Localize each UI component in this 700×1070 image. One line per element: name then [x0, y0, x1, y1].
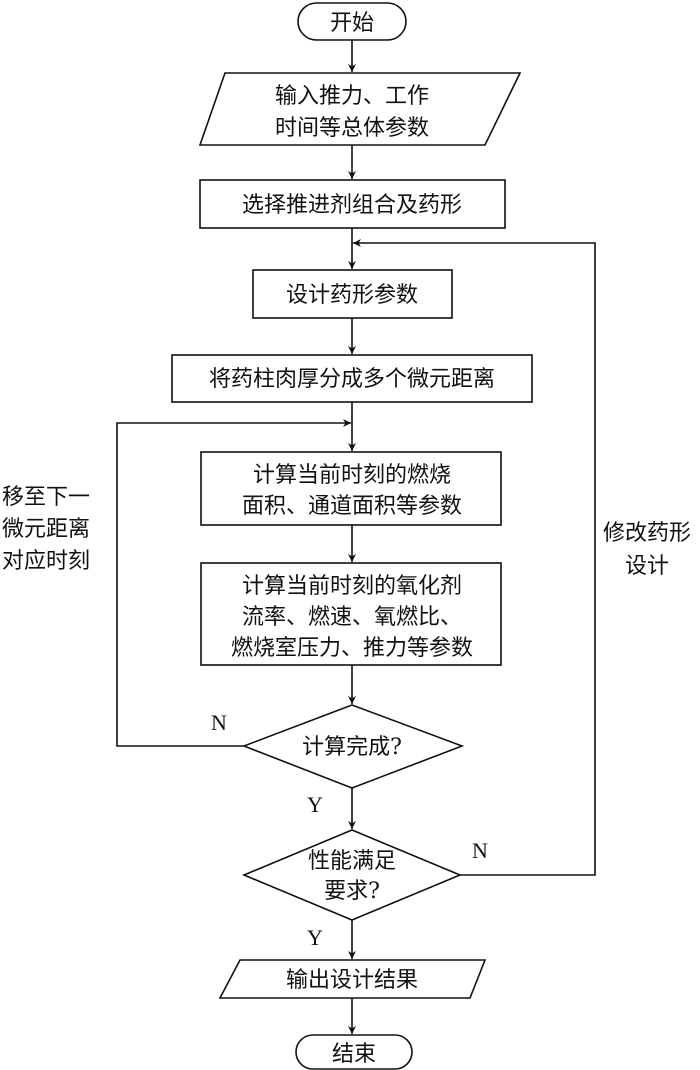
- output-text: 输出设计结果: [286, 968, 418, 993]
- input-text-line-1: 输入推力、工作: [275, 84, 429, 109]
- edge-labels: 移至下一 微元距离 对应时刻 修改药形 设计 N Y N Y: [2, 485, 691, 950]
- calc2-box: [200, 562, 502, 666]
- decision1-yes-label: Y: [307, 792, 323, 817]
- connectors: [116, 40, 596, 1034]
- edge-decision1-no-loop: [116, 419, 351, 747]
- decision1-no-label: N: [211, 710, 227, 735]
- node-output: 输出设计结果: [218, 959, 487, 999]
- node-input: 输入推力、工作 时间等总体参数: [198, 72, 522, 146]
- modify-label-line-2: 设计: [625, 554, 669, 579]
- loop-back-label-line-3: 对应时刻: [2, 549, 90, 574]
- loop-back-label-line-1: 移至下一: [2, 485, 90, 510]
- decision1-diamond: [241, 704, 465, 789]
- node-decision2: 性能满足 要求?: [241, 829, 463, 921]
- calc2-text-line-2: 流率、燃速、氧燃比、: [242, 605, 462, 630]
- node-calc1: 计算当前时刻的燃烧 面积、通道面积等参数: [200, 451, 502, 526]
- split-text: 将药柱肉厚分成多个微元距离: [209, 367, 495, 392]
- decision2-text-line-2: 要求?: [324, 879, 380, 904]
- start-text: 开始: [330, 11, 374, 36]
- design-box: [252, 269, 453, 319]
- end-text: 结束: [332, 1042, 376, 1067]
- modify-label-line-1: 修改药形: [603, 521, 691, 546]
- input-parallelogram: [198, 72, 522, 146]
- calc1-box: [200, 451, 502, 526]
- decision1-text: 计算完成?: [302, 735, 402, 760]
- select-box: [199, 179, 506, 229]
- calc1-text-line-1: 计算当前时刻的燃烧: [253, 463, 451, 488]
- start-terminator: [297, 2, 407, 41]
- input-text-line-2: 时间等总体参数: [275, 116, 429, 141]
- decision2-diamond: [241, 829, 463, 921]
- node-end: 结束: [295, 1034, 413, 1070]
- split-box: [171, 354, 533, 403]
- node-select: 选择推进剂组合及药形: [199, 179, 506, 229]
- node-start: 开始: [297, 2, 407, 41]
- output-parallelogram: [218, 959, 487, 999]
- end-terminator: [295, 1034, 413, 1070]
- decision2-no-label: N: [472, 838, 488, 863]
- calc2-text-line-3: 燃烧室压力、推力等参数: [231, 636, 473, 661]
- node-calc2: 计算当前时刻的氧化剂 流率、燃速、氧燃比、 燃烧室压力、推力等参数: [200, 562, 502, 666]
- node-decision1: 计算完成?: [241, 704, 465, 789]
- edge-decision2-no-feedback: [353, 239, 596, 876]
- select-text: 选择推进剂组合及药形: [242, 193, 462, 218]
- decision2-text-line-1: 性能满足: [308, 849, 396, 874]
- node-split: 将药柱肉厚分成多个微元距离: [171, 354, 533, 403]
- node-design: 设计药形参数: [252, 269, 453, 319]
- decision2-yes-label: Y: [307, 925, 323, 950]
- design-text: 设计药形参数: [286, 283, 418, 308]
- calc1-text-line-2: 面积、通道面积等参数: [242, 494, 462, 519]
- loop-back-label-line-2: 微元距离: [2, 517, 90, 542]
- calc2-text-line-1: 计算当前时刻的氧化剂: [242, 574, 462, 599]
